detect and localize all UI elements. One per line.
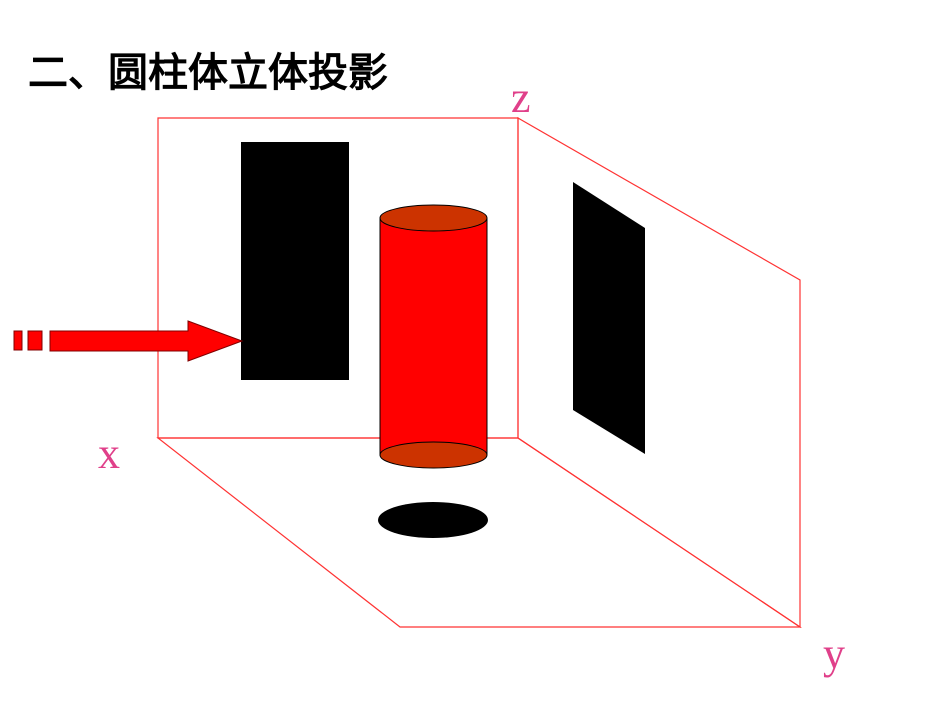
front-view-projection — [241, 142, 349, 380]
cylinder — [379, 204, 488, 469]
slide-title: 二、圆柱体立体投影 — [28, 50, 388, 96]
arrow-dash — [27, 330, 43, 351]
side-projection-plane — [517, 116, 801, 629]
y-axis-label: y — [823, 629, 845, 678]
side-view-projection — [573, 182, 645, 454]
z-axis-label: z — [511, 73, 531, 122]
top-view-projection — [378, 502, 488, 538]
cylinder-body — [379, 217, 488, 456]
right-arrow-icon — [13, 320, 244, 362]
x-axis-label: x — [98, 429, 120, 478]
horizontal-projection-plane — [156, 437, 802, 628]
arrow-dash — [13, 330, 23, 351]
cylinder-bottom-cap — [379, 441, 488, 469]
cylinder-top-cap — [379, 204, 488, 232]
arrow-shaft-head — [49, 320, 244, 362]
